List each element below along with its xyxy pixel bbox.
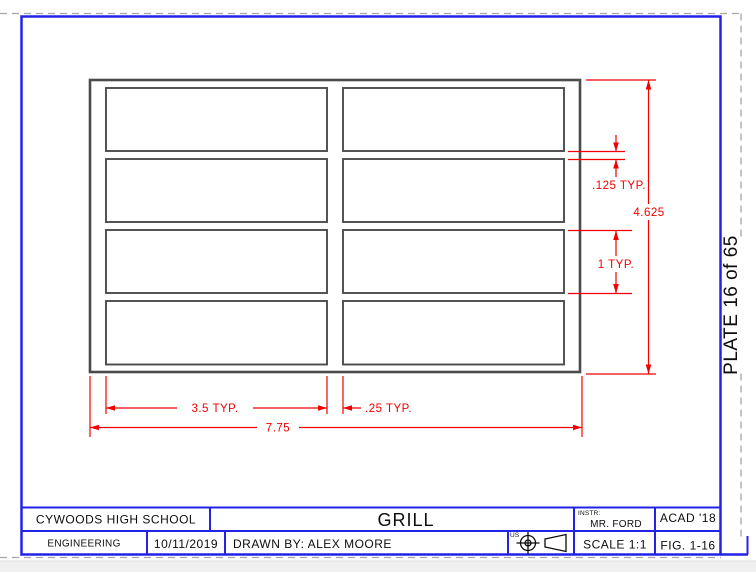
dim-slot-gap-horizontal-label: .25 TYP. (365, 403, 412, 415)
grill-slot (105, 229, 328, 294)
third-angle-projection-icon (516, 532, 567, 554)
grill-slot (342, 300, 565, 366)
figure-number: FIG. 1-16 (660, 539, 715, 553)
viewport-bottom-strip (0, 561, 756, 572)
dim-slot-gap-vertical-label: .125 TYP. (592, 180, 646, 192)
grill-slot (342, 87, 565, 152)
grill-slot (105, 158, 328, 223)
department-name: ENGINEERING (47, 539, 120, 550)
dim-overall-height-label: 4.625 (633, 207, 664, 219)
grill-slot (342, 229, 565, 294)
dim-slot-height-label: 1 TYP. (598, 259, 634, 271)
projection-standard-label: US (510, 532, 520, 539)
date-value: 10/11/2019 (154, 537, 218, 551)
drawing-title: GRILL (377, 510, 434, 530)
dim-overall-width-label: 7.75 (266, 423, 290, 435)
grill-slot (342, 158, 565, 223)
title-block-grid (21, 506, 721, 555)
sheet-border (20, 15, 749, 556)
school-name: CYWOODS HIGH SCHOOL (36, 513, 196, 527)
plate-number-label: PLATE 16 of 65 (721, 235, 742, 375)
dim-slot-width-label: 3.5 TYP. (191, 403, 238, 415)
instructor-label: INSTR: (578, 510, 601, 517)
grill-outer-rect (88, 78, 582, 374)
drawn-by-value: DRAWN BY: ALEX MOORE (233, 537, 392, 551)
plate-label-backing (723, 238, 750, 372)
grill-slot (105, 87, 328, 152)
dimension-arrowheads (90, 80, 652, 431)
printable-margin-dashes (0, 12, 742, 559)
acad-version: ACAD '18 (660, 511, 716, 525)
grill-slot (105, 300, 328, 366)
dimension-lines (89, 79, 656, 437)
grill-geometry (88, 78, 582, 374)
instructor-name: MR. FORD (590, 519, 642, 530)
scale-value: SCALE 1:1 (583, 538, 647, 552)
